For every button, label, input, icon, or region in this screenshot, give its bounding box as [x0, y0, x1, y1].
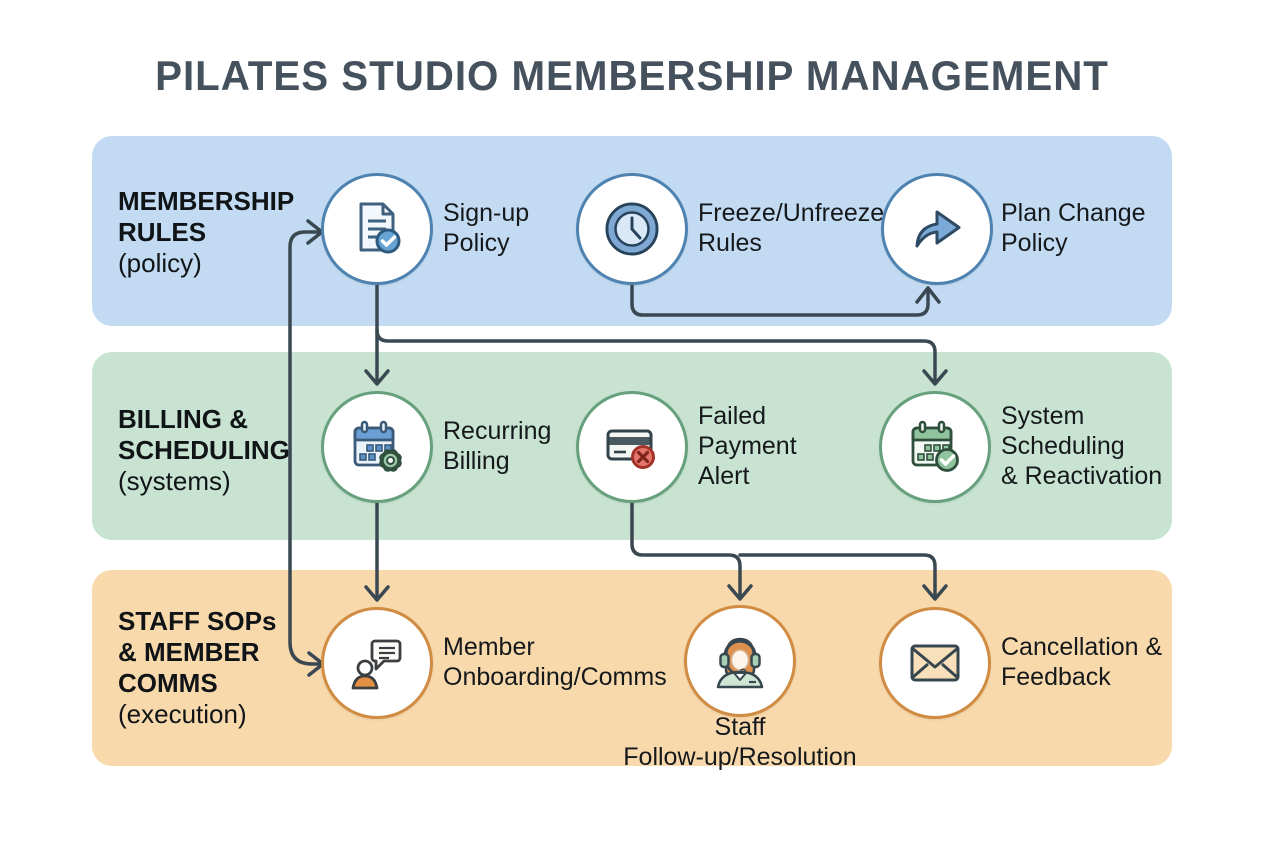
- band-qualifier: (policy): [118, 248, 202, 278]
- arrowhead-down-cancellation: [922, 584, 948, 601]
- calendar-gear-icon: [353, 420, 402, 472]
- label-system-scheduling: System Scheduling & Reactivation: [1001, 402, 1163, 490]
- label-failed-payment: Failed Payment Alert: [698, 402, 797, 490]
- edge-signup-to-system-scheduling: [375, 328, 937, 384]
- band-title: BILLING & SCHEDULING: [118, 404, 290, 465]
- support-agent-icon: [716, 637, 764, 689]
- node-freeze-unfreeze: [576, 173, 688, 285]
- edge-failed-to-cancellation: [738, 553, 937, 599]
- card-declined-icon: [606, 429, 655, 469]
- calendar-check-icon: [911, 420, 959, 472]
- band-qualifier: (systems): [118, 466, 231, 496]
- label-member-onboarding: Member Onboarding/Comms: [443, 633, 667, 691]
- document-check-icon: [359, 202, 401, 254]
- clock-icon: [605, 202, 659, 256]
- node-plan-change: [881, 173, 993, 285]
- arrowhead-down-system-scheduling: [922, 369, 948, 386]
- node-signup-policy: [321, 173, 433, 285]
- arrowhead-down-member: [364, 585, 390, 602]
- arrowhead-down-staff: [727, 584, 753, 601]
- arrowhead-down-recurring: [364, 369, 390, 386]
- page-title: PILATES STUDIO MEMBERSHIP MANAGEMENT: [155, 52, 1109, 99]
- envelope-icon: [910, 644, 960, 682]
- band-qualifier: (execution): [118, 699, 247, 729]
- node-system-scheduling: [879, 391, 991, 503]
- node-failed-payment: [576, 391, 688, 503]
- band-title: STAFF SOPs & MEMBER COMMS: [118, 606, 277, 698]
- edge-freeze-to-plan-change: [630, 281, 930, 317]
- node-cancellation-feedback: [879, 607, 991, 719]
- label-recurring-billing: Recurring Billing: [443, 417, 552, 475]
- band-label-membership-rules: MEMBERSHIP RULES (policy): [118, 186, 294, 279]
- label-freeze-unfreeze: Freeze/Unfreeze Rules: [698, 199, 885, 257]
- band-title: MEMBERSHIP RULES: [118, 186, 295, 247]
- band-label-billing-scheduling: BILLING & SCHEDULING (systems): [118, 404, 290, 497]
- band-label-staff-sops: STAFF SOPs & MEMBER COMMS (execution): [118, 606, 276, 730]
- person-chat-icon: [351, 639, 402, 690]
- label-plan-change: Plan Change Policy: [1001, 199, 1146, 257]
- edge-signup-member-bidirectional: [288, 230, 321, 666]
- band-staff-sops: [92, 570, 1172, 766]
- node-recurring-billing: [321, 391, 433, 503]
- edge-failed-to-staff: [630, 499, 742, 599]
- node-staff-followup: [684, 605, 796, 717]
- label-signup-policy: Sign-up Policy: [443, 199, 530, 257]
- node-member-onboarding: [321, 607, 433, 719]
- label-staff-followup: Staff Follow-up/Resolution: [623, 713, 857, 771]
- label-cancellation-feedback: Cancellation & Feedback: [1001, 633, 1163, 691]
- share-arrow-icon: [915, 210, 961, 248]
- arrowhead-up-plan-change: [915, 286, 941, 304]
